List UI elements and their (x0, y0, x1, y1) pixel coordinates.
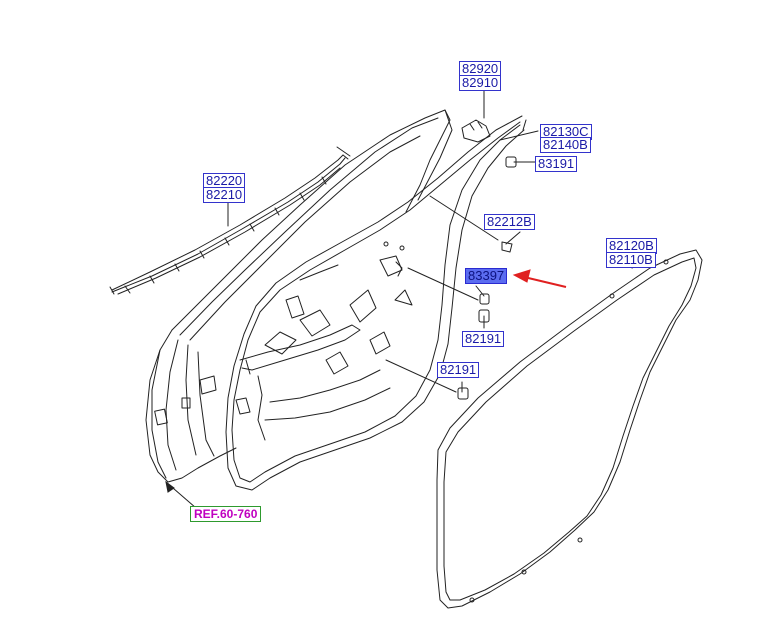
leader-lines (165, 90, 641, 509)
small-parts (457, 119, 517, 400)
part-label-82110B[interactable]: 82110B (606, 252, 656, 268)
door-panel (145, 109, 453, 483)
belt-weatherstrip (109, 154, 349, 295)
part-label-82212B[interactable]: 82212B (484, 214, 535, 230)
part-label-82140B[interactable]: 82140B (540, 137, 591, 153)
body-side-weatherstrip (436, 249, 703, 609)
part-label-83397-selected[interactable]: 83397 (465, 268, 508, 284)
door-frame-weatherstrip (225, 115, 527, 491)
red-pointer-arrow (512, 269, 567, 288)
part-label-82210[interactable]: 82210 (203, 187, 246, 203)
part-label-82920[interactable]: 82920 (459, 61, 502, 77)
ref-arrow-head (165, 480, 175, 493)
part-label-82220[interactable]: 82220 (203, 173, 246, 189)
part-label-82910[interactable]: 82910 (459, 75, 502, 91)
reference-label[interactable]: REF.60-760 (190, 506, 262, 522)
part-label-83191[interactable]: 83191 (535, 156, 578, 172)
door-inner-structure (235, 241, 413, 441)
part-label-82191-upper[interactable]: 82191 (462, 331, 505, 347)
part-label-82191-lower[interactable]: 82191 (437, 362, 480, 378)
